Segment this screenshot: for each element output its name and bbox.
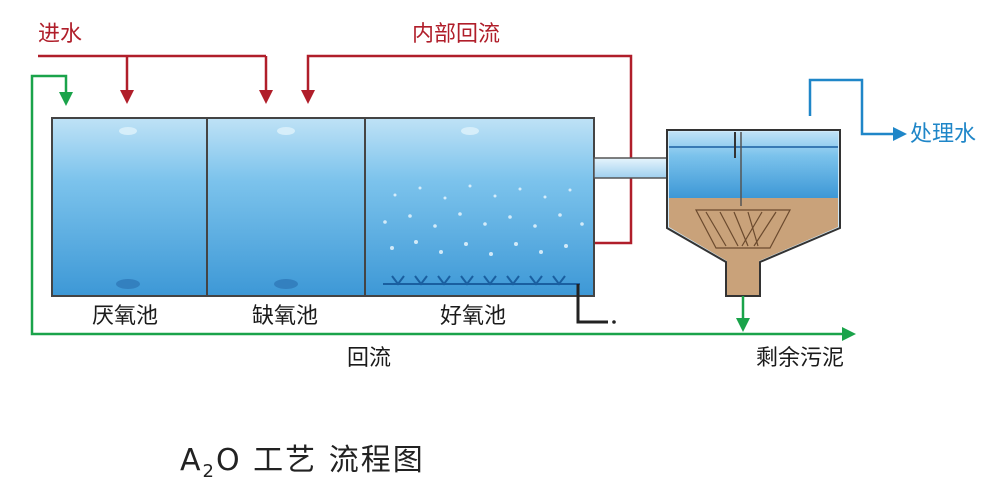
internal-reflux-label: 内部回流: [412, 22, 501, 47]
anoxic-tank: [206, 117, 366, 297]
aerobic-tank: [364, 117, 595, 297]
diagram-title: A2O 工艺 流程图: [180, 443, 425, 482]
aeration-diffuser: [383, 275, 580, 286]
secondary-clarifier: [666, 129, 841, 297]
aeration-bubbles: [383, 184, 584, 256]
anaerobic-tank-label: 厌氧池: [92, 304, 159, 329]
excess-sludge-label: 剩余污泥: [756, 346, 845, 371]
treated-water-line: [808, 78, 907, 141]
return-flow-label: 回流: [347, 346, 392, 371]
return-flow-line: [30, 74, 856, 341]
anaerobic-tank: [51, 117, 208, 297]
bioreactor-tanks: [51, 117, 595, 297]
aerobic-tank-label: 好氧池: [440, 304, 507, 329]
internal-reflux-line: [301, 54, 633, 245]
transfer-pipe: [593, 157, 679, 179]
air-inlet-pipe: [576, 284, 608, 324]
inflow-line: [38, 54, 273, 104]
anoxic-tank-label: 缺氧池: [252, 304, 319, 329]
treated-water-label: 处理水: [910, 122, 977, 147]
inflow-label: 进水: [38, 22, 83, 47]
